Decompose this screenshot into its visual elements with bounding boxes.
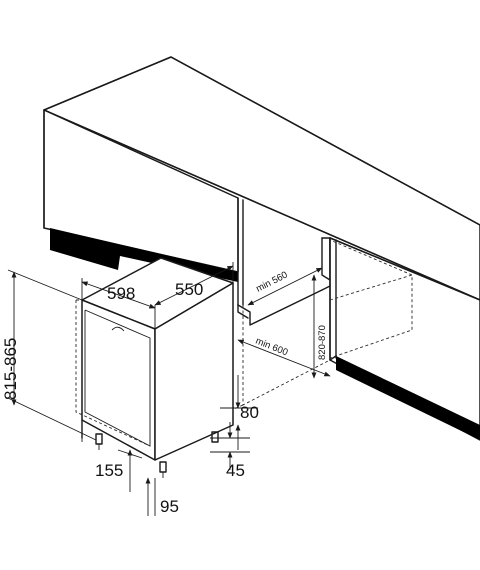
dim-height [7,269,97,441]
label-width: 598 [107,284,135,303]
label-foot-offset: 155 [95,461,123,480]
dishwasher-body [75,257,234,461]
label-depth: 550 [175,280,203,299]
label-height: 815-865 [1,338,20,400]
dim-door-offset [145,477,156,516]
dim-foot-offset [81,438,143,492]
dim-width [81,278,156,329]
dim-plinth [220,375,258,450]
label-foot-height: 45 [226,461,245,480]
dim-niche-depth [247,267,323,306]
label-plinth: 80 [240,403,259,422]
label-door-offset: 95 [160,497,179,516]
dishwasher-feet [95,431,219,478]
dim-depth [154,262,234,306]
label-niche-depth: min 560 [254,270,289,295]
dim-foot-height [210,422,250,470]
label-niche-width: min 600 [254,336,289,359]
label-niche-height: 820-870 [317,325,328,360]
